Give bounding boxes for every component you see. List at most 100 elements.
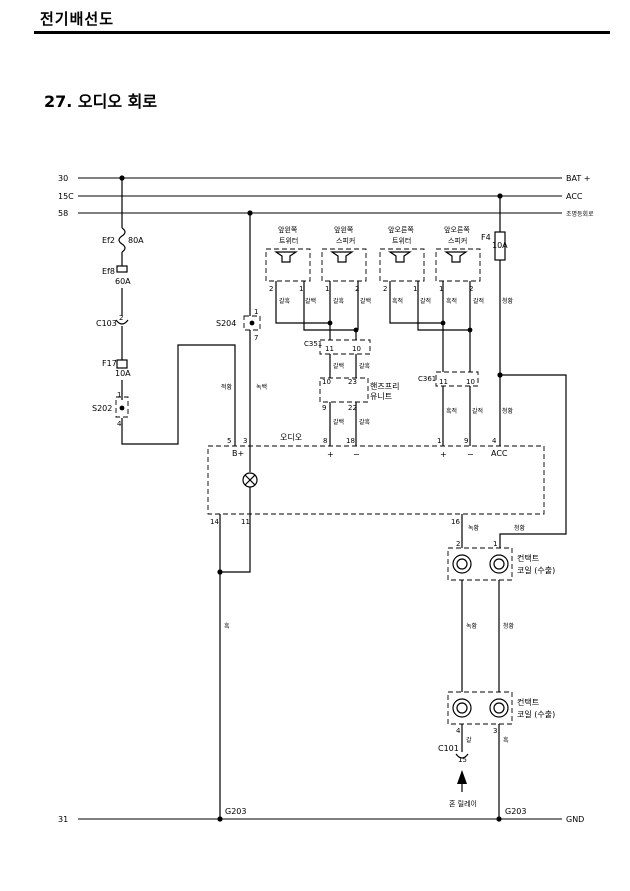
coil-top-pin-1: 1 (493, 540, 497, 548)
audio-minus-1: − (353, 450, 360, 459)
handsfree-unit-box (319, 377, 369, 403)
hf-pin-23: 23 (348, 378, 357, 386)
wire-label-hf-4: 갈흑 (359, 418, 371, 426)
speaker-front-left-woofer: 앞왼쪽 스피커 (321, 225, 367, 282)
c361-connector (435, 371, 479, 387)
audio-pin-16: 16 (451, 518, 460, 526)
c103-label: C103 (96, 319, 117, 328)
coil-top-contact-right-icon (489, 554, 509, 574)
coil-bottom-contact-left-icon (452, 698, 472, 718)
wire-label-fl-4: 갈백 (360, 297, 371, 305)
fl-sp-pin-1: 1 (325, 285, 329, 293)
bus-30-label: 30 (58, 174, 68, 183)
wire-label-blue-yellow-1: 청황 (502, 297, 514, 305)
speaker-front-left-tweeter: 앞왼쪽 트위터 (265, 225, 311, 282)
ground-g203-right: G203 (505, 807, 526, 816)
wire-label-fr-1: 흑적 (392, 297, 403, 305)
hf-pin-9: 9 (322, 404, 326, 412)
f4-value: 10A (492, 241, 508, 250)
s204-label: S204 (216, 319, 236, 328)
s202-dot (119, 405, 125, 411)
ef2-value: 80A (128, 236, 144, 245)
wire-label-blue-yellow-4: 청황 (503, 622, 515, 630)
audio-pin-14: 14 (210, 518, 219, 526)
audio-plus-1: + (327, 450, 334, 459)
audio-pin-1: 1 (437, 437, 441, 445)
svg-text:트위터: 트위터 (279, 236, 298, 245)
s204-dot (249, 320, 255, 326)
c361-pin-11: 11 (439, 378, 448, 386)
ef2-label: Ef2 (102, 236, 115, 245)
svg-text:스피커: 스피커 (448, 236, 467, 245)
wire-label-green-yellow-1: 녹황 (468, 524, 480, 532)
wire-label-green-white: 녹백 (256, 383, 267, 391)
svg-text:앞오른쪽: 앞오른쪽 (444, 226, 470, 234)
g203-junction-left (217, 816, 223, 822)
acc-label: ACC (566, 192, 583, 201)
wire-label-red-yellow: 적황 (221, 383, 233, 391)
fl-junction-1 (327, 320, 333, 326)
s202-pin-1: 1 (117, 391, 121, 399)
bus-58-label: 58 (58, 209, 68, 218)
fr-sp-pin-1: 1 (439, 285, 443, 293)
audio-pin-18: 18 (346, 437, 355, 445)
wire-label-fr-3: 흑적 (446, 297, 457, 305)
c351-pin-10: 10 (352, 345, 361, 353)
wire-acc-to-coil (499, 374, 567, 548)
fl-tw-pin-1: 1 (299, 285, 303, 293)
horn-relay-label: 혼 릴레이 (449, 799, 477, 808)
ground-g203-left: G203 (225, 807, 246, 816)
f4-label: F4 (481, 233, 491, 242)
ef8-fuse-symbol (116, 265, 128, 273)
svg-text:스피커: 스피커 (336, 236, 355, 245)
s204-splice-box (243, 315, 261, 331)
bus-15c-label: 15C (58, 192, 74, 201)
coil-top-label-2: 코일 (수출) (517, 565, 555, 575)
fr-tw-pin-2: 2 (383, 285, 387, 293)
coil-top-label-1: 컨택트 (517, 553, 539, 563)
c103-connector-symbol (115, 319, 129, 325)
c351-label: C351 (304, 340, 322, 348)
fr-sp-pin-2: 2 (469, 285, 473, 293)
s202-label: S202 (92, 404, 112, 413)
coil-bottom-pin-3: 3 (493, 727, 497, 735)
svg-text:트위터: 트위터 (392, 236, 411, 245)
handsfree-label-2: 유니트 (370, 391, 392, 401)
bus-31-label: 31 (58, 815, 68, 824)
f17-value: 10A (115, 369, 131, 378)
horn-relay-arrow-icon (457, 770, 467, 784)
audio-pin-5: 5 (227, 437, 231, 445)
wire-fr-tw-neg (389, 281, 444, 372)
speaker-front-right-tweeter: 앞오른쪽 트위터 (379, 226, 425, 282)
fr-tw-pin-1: 1 (413, 285, 417, 293)
wire-label-hf-2: 갈흑 (359, 362, 371, 370)
fl-tw-pin-2: 2 (269, 285, 273, 293)
wire-ground-11 (220, 514, 251, 573)
gnd-label: GND (566, 815, 584, 824)
speaker-front-right-woofer: 앞오른쪽 스피커 (435, 226, 481, 282)
c361-label: C361 (418, 375, 436, 383)
s202-pin-4: 4 (117, 420, 122, 428)
audio-label: 오디오 (280, 433, 302, 442)
wire-label-hf-1: 갈백 (333, 362, 344, 370)
coil-bottom-label-1: 컨택트 (517, 697, 539, 707)
c361-pin-10: 10 (466, 378, 475, 386)
wire-label-black-2: 흑 (503, 736, 509, 744)
audio-pin-9: 9 (464, 437, 468, 445)
g203-junction-right (496, 816, 502, 822)
c101-pin: 15 (458, 756, 467, 764)
fl-junction-2 (353, 327, 359, 333)
coil-top-pin-2: 2 (456, 540, 460, 548)
wire-label-fl-1: 갈흑 (279, 297, 291, 305)
wire-fr-tw-pos (417, 281, 471, 372)
wire-label-blue-yellow-2: 청황 (502, 407, 514, 415)
s204-pin-1: 1 (254, 308, 258, 316)
audio-unit-box (207, 445, 545, 515)
ef2-fuse-symbol (118, 227, 126, 253)
fr-junction-2 (467, 327, 473, 333)
coil-bottom-label-2: 코일 (수출) (517, 709, 555, 719)
svg-text:앞왼쪽: 앞왼쪽 (278, 225, 298, 234)
bat-label: BAT + (566, 174, 590, 183)
illum-label: 조명등회로 (566, 210, 594, 218)
ground-junction-1 (217, 569, 223, 575)
